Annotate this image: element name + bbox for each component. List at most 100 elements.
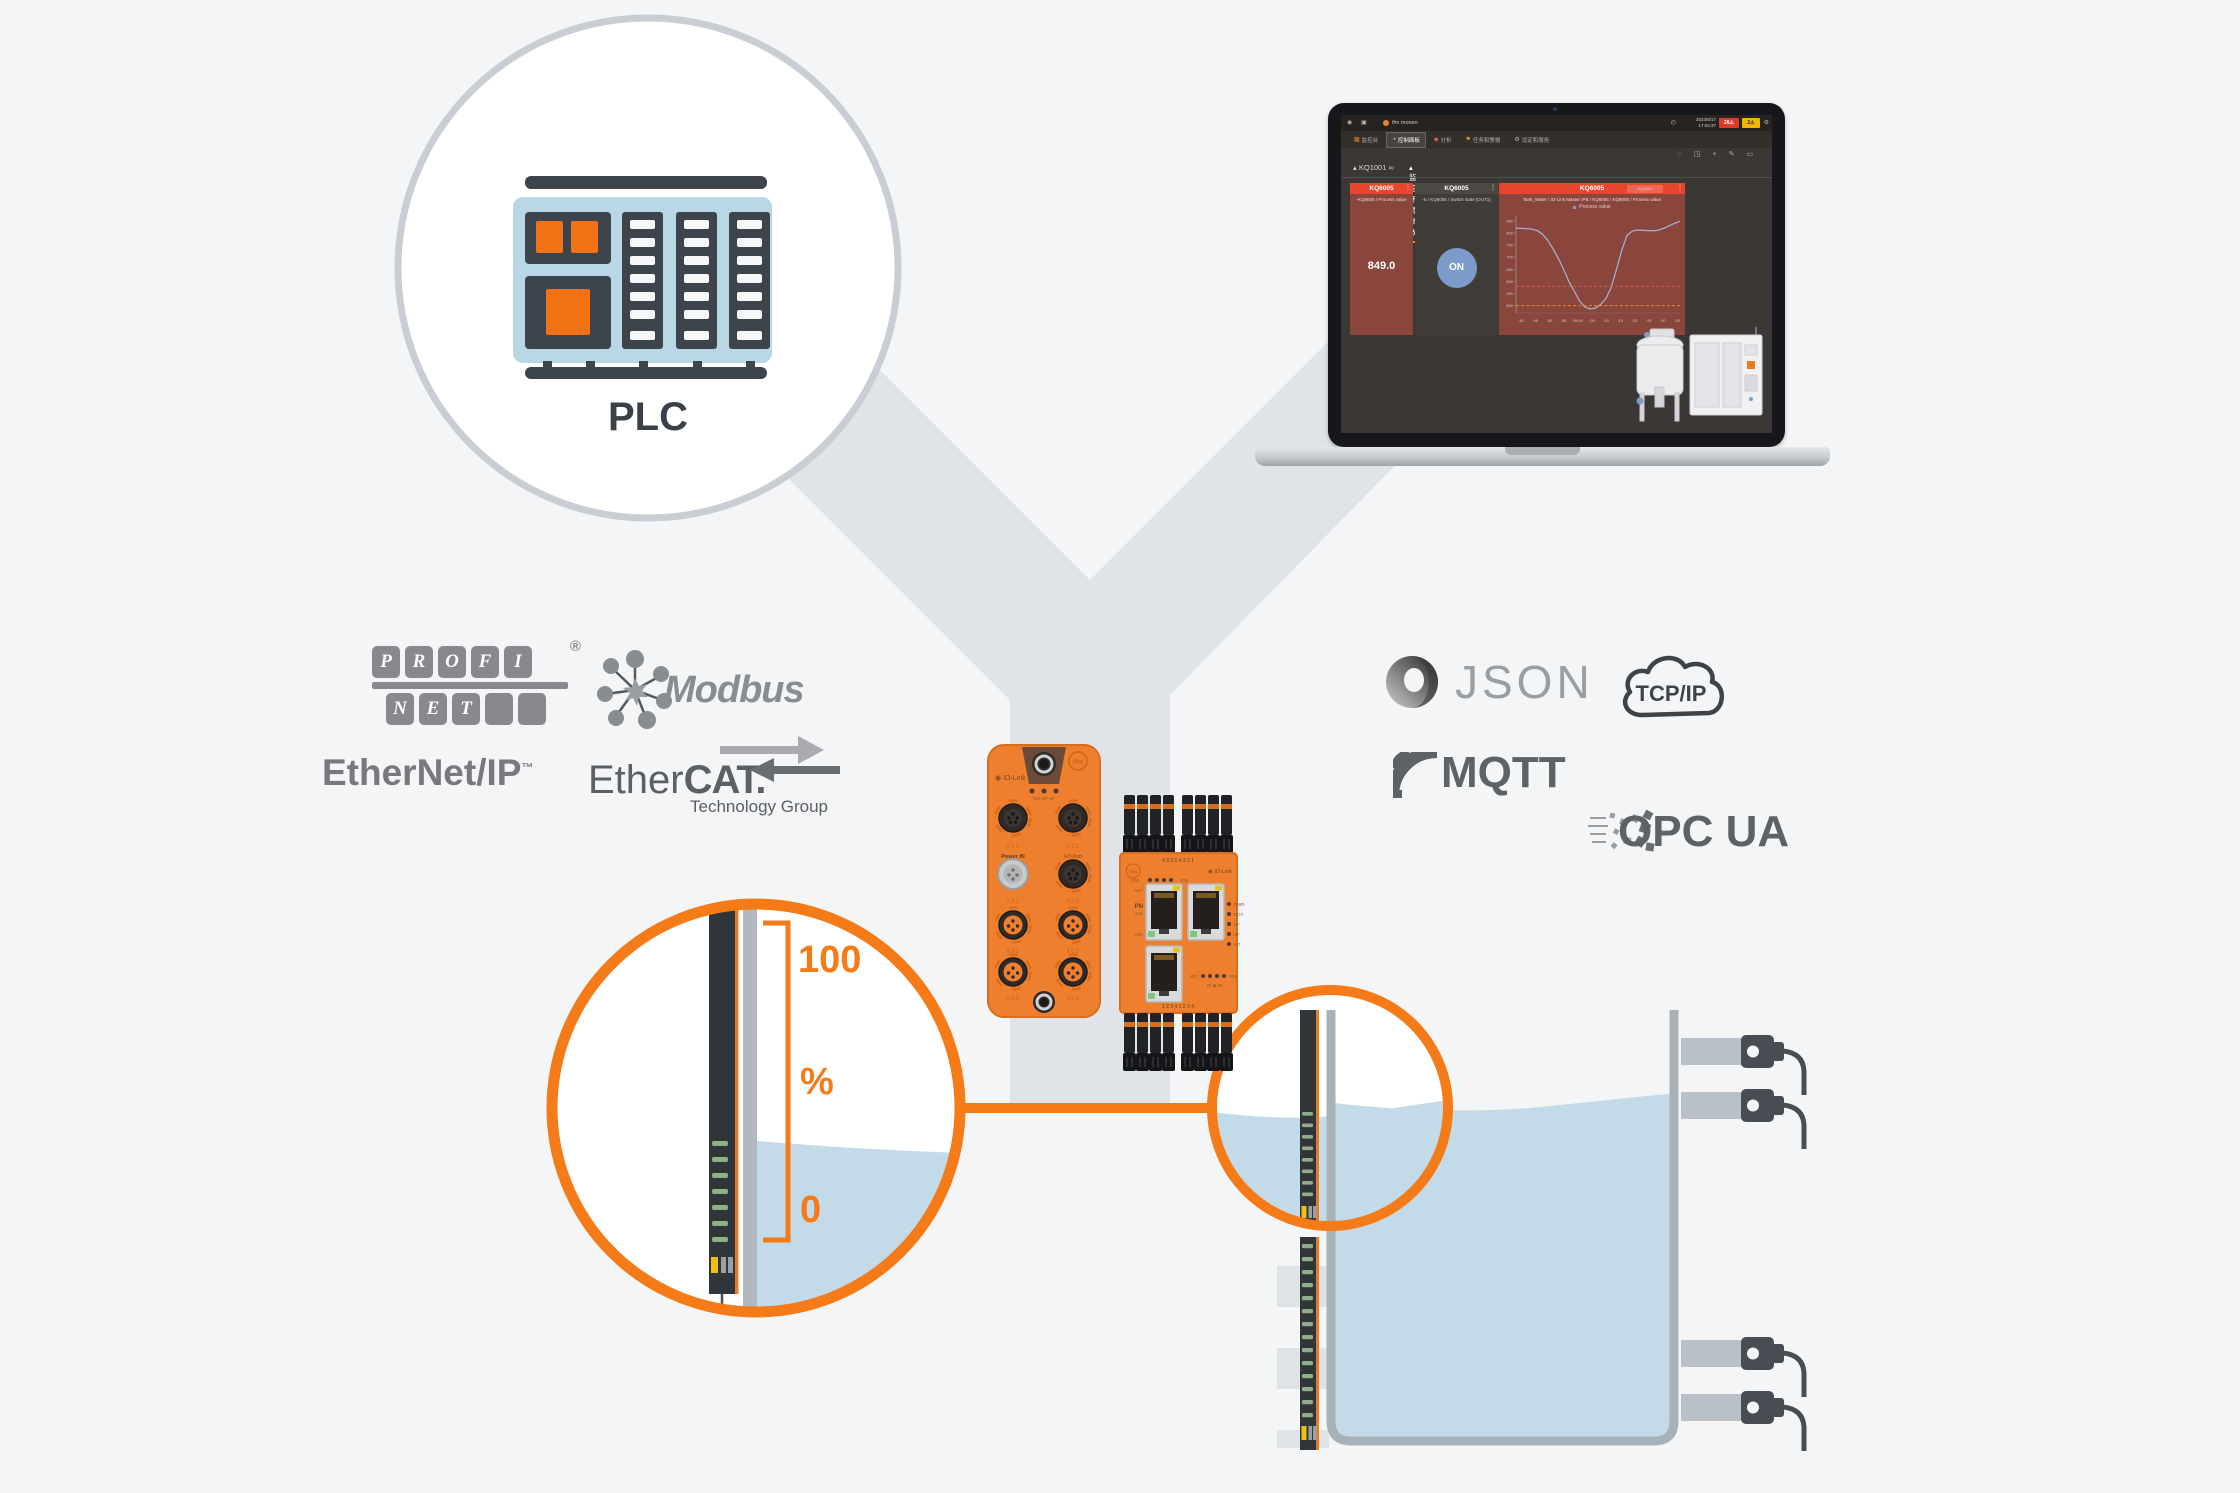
svg-text:PN: PN [1135, 904, 1143, 910]
datapoint-link[interactable]: -KQ6005 / Process value [1356, 197, 1407, 202]
grid-icon: ▦ [1354, 137, 1360, 143]
webcam-dot [1553, 107, 1557, 111]
tank-water [1335, 1094, 1670, 1438]
breadcrumb-item[interactable]: KQ1001 [1358, 163, 1387, 172]
ethercat-logo: EtherCAT.® Technology Group [588, 736, 840, 817]
tab-tasks[interactable]: ⚑任务和警报 [1465, 137, 1501, 144]
legend-swatch [1573, 205, 1577, 209]
svg-text:X22: X22 [1066, 844, 1080, 850]
process-value: 849.0 [1367, 260, 1396, 272]
svg-text:09:00: 09:00 [1573, 318, 1584, 323]
svg-text:X02: X02 [1066, 949, 1080, 955]
svg-text:LNK: LNK [1134, 932, 1143, 937]
alarm-badge-yellow[interactable]: 2⚠ [1742, 118, 1760, 128]
laptop-notch [1505, 447, 1580, 455]
gw-top-numbers: 4 3 2 1 4 3 2 1 [1162, 858, 1194, 864]
svg-text:IoT: IoT [1234, 942, 1241, 947]
lens-connector-line [940, 1103, 1220, 1113]
user-icon[interactable]: ◉ [1347, 120, 1353, 126]
plc-label: PLC [608, 395, 688, 439]
card-menu-icon[interactable]: ⋮ [1490, 185, 1496, 191]
point-sensor [1681, 1089, 1804, 1149]
mqtt-logo: MQTT [1393, 748, 1566, 798]
terminal-blocks-top [1123, 795, 1233, 853]
level-sensor-magnifier: 100 % 0 [546, 898, 966, 1318]
json-logo: JSON [1383, 653, 1594, 711]
json-icon [1386, 656, 1438, 708]
svg-text:X06: X06 [1180, 878, 1189, 883]
svg-text:SF: SF [1234, 932, 1240, 937]
svg-text:X21: X21 [1135, 911, 1144, 916]
svg-text:700: 700 [1506, 255, 1513, 260]
svg-text:ACT: ACT [1134, 888, 1143, 893]
svg-text:X21: X21 [1006, 844, 1020, 850]
clock-icon: ◴ [1670, 120, 1676, 126]
brand-logo: ifm moneo [1383, 120, 1418, 126]
alarm-badge-red[interactable]: 26⚠ [1719, 118, 1739, 128]
moneo-dot-icon [1383, 120, 1389, 126]
datapoint-link[interactable]: Tank_Water / IO-Link Master IPB / KQ6005… [1522, 197, 1662, 202]
widget-switch-state: KQ6005⋮ -5 / KQ6005 / Switch state [OUT1… [1415, 183, 1498, 335]
point-sensor [1681, 1035, 1804, 1095]
plc-icon [513, 176, 772, 379]
svg-text:X31: X31 [1006, 899, 1020, 905]
divider [1341, 177, 1772, 178]
tab-monitor[interactable]: ▦监控台 [1354, 137, 1379, 144]
svg-text:X33: X33 [1066, 899, 1080, 905]
diamond-icon: ◆ [1433, 137, 1439, 143]
svg-text:BF: BF [1234, 922, 1240, 927]
svg-text:DI ◉ DI: DI ◉ DI [1207, 983, 1222, 988]
tab-analytics[interactable]: ◆分析 [1433, 137, 1452, 144]
svg-text:X07: X07 [1190, 974, 1199, 979]
svg-text:X03: X03 [1006, 996, 1020, 1002]
svg-text:600: 600 [1506, 279, 1513, 284]
svg-text::35: :35 [1674, 318, 1680, 323]
plc-bubble: PLC [394, 14, 902, 522]
modbus-icon [597, 650, 672, 729]
svg-text:550: 550 [1506, 291, 1513, 296]
iolink-gateway-device: 4 3 2 1 4 3 2 1 ifm ◉ IO-Link X05 X06 AC… [1119, 795, 1245, 1071]
svg-text::50: :50 [1547, 318, 1553, 323]
scale-min: 0 [800, 1189, 821, 1231]
svg-text::05: :05 [1589, 318, 1595, 323]
svg-text:ifm: ifm [1129, 870, 1137, 876]
datapoint-link[interactable]: -5 / KQ6005 / Switch state [OUT1] [1422, 197, 1491, 202]
svg-text::55: :55 [1561, 318, 1567, 323]
tcpip-logo: TCP/IP [1612, 641, 1752, 738]
laptop-base [1255, 447, 1830, 466]
svg-text:650: 650 [1506, 267, 1513, 272]
tab-settings[interactable]: ⚙设定和服务 [1514, 137, 1550, 144]
svg-text:RDY: RDY [1234, 912, 1244, 917]
svg-text:◉ IO-Link: ◉ IO-Link [1208, 869, 1232, 875]
gw-bottom-numbers: 1 2 3 4 1 2 3 4 [1162, 1004, 1194, 1010]
widget-process-value: KQ6005⋮ -KQ6005 / Process value 849.0 [1350, 183, 1413, 335]
ethercat-arrows-icon [720, 736, 840, 782]
ifm-logo: ifm [1073, 759, 1084, 766]
chart-legend: Process value [1499, 204, 1685, 210]
profinet-logo: P R O F I N E T ® [372, 638, 582, 725]
lock-icon[interactable]: ▣ [1361, 120, 1367, 126]
svg-text:X08: X08 [1229, 974, 1238, 979]
gear-icon[interactable]: ⚙ [1763, 120, 1769, 126]
svg-text::15: :15 [1617, 318, 1623, 323]
ethernet-ip-logo: EtherNet/IP™ [322, 752, 534, 793]
svg-text:X04: X04 [1066, 996, 1080, 1002]
modbus-logo: Modbus [596, 650, 805, 730]
iolink-label: ◉ IO-Link [995, 775, 1026, 782]
svg-text::10: :10 [1603, 318, 1609, 323]
link-icon[interactable]: ∞ [1388, 163, 1394, 172]
card-menu-icon[interactable]: ⋮ [1677, 185, 1683, 191]
machine-illustration [1636, 327, 1763, 422]
board-toolbar[interactable]: ⁘ ◳ + ✎ ▭ [1676, 151, 1758, 158]
profinet-rail [372, 682, 568, 689]
svg-text:500: 500 [1506, 303, 1513, 308]
probe-pipe [743, 909, 757, 1307]
svg-text::20: :20 [1632, 318, 1638, 323]
card-menu-icon[interactable]: ⋮ [1405, 185, 1411, 191]
sensor-strip-top [1300, 1010, 1319, 1222]
flag-icon: ⚑ [1465, 137, 1471, 143]
tab-control-panel[interactable]: ◔控制面板 [1386, 131, 1426, 148]
svg-text:750: 750 [1506, 243, 1513, 248]
